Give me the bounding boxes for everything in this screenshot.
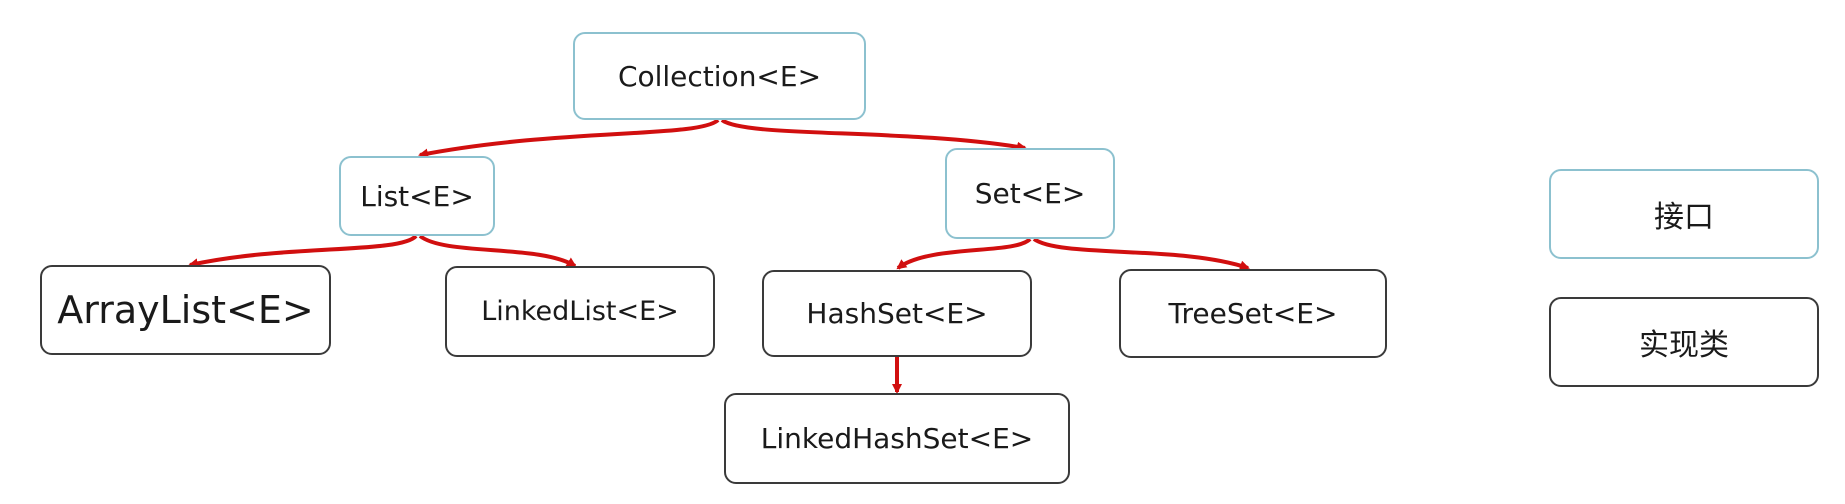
- arraylist-node: ArrayList<E>: [40, 265, 331, 355]
- arrow-list-to-arraylist: [188, 234, 418, 269]
- arrow-set-to-hashset: [896, 237, 1032, 270]
- list-node: List<E>: [339, 156, 495, 236]
- arrow-collection-to-set: [720, 118, 1027, 152]
- arrow-set-to-treeset: [1032, 237, 1250, 271]
- hashset-node: HashSet<E>: [762, 270, 1032, 357]
- legend-interface: 接口: [1549, 169, 1819, 259]
- linkedhashset-node: LinkedHashSet<E>: [724, 393, 1070, 484]
- set-node: Set<E>: [945, 148, 1115, 239]
- treeset-node: TreeSet<E>: [1119, 269, 1387, 358]
- collection-node: Collection<E>: [573, 32, 866, 120]
- linkedlist-node: LinkedList<E>: [445, 266, 715, 357]
- arrow-collection-to-list: [418, 118, 720, 159]
- legend-implementation: 实现类: [1549, 297, 1819, 387]
- arrow-list-to-linkedlist: [418, 234, 577, 268]
